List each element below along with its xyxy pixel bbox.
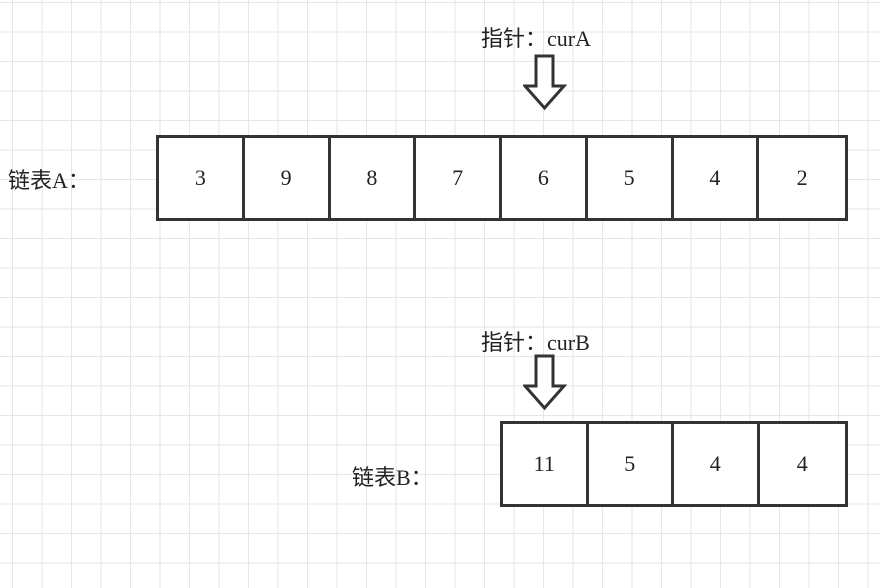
list-a-node: 4 <box>674 138 760 218</box>
list-a-node: 9 <box>245 138 331 218</box>
pointer-a-label: 指针：curA <box>481 26 591 51</box>
pointer-b-label: 指针：curB <box>481 330 590 355</box>
list-a-node: 7 <box>416 138 502 218</box>
list-a-label: 链表A： <box>8 168 90 193</box>
list-b: 11 5 4 4 <box>500 421 848 507</box>
list-b-node: 4 <box>674 424 760 504</box>
list-a-node: 3 <box>159 138 245 218</box>
list-a: 3 9 8 7 6 5 4 2 <box>156 135 848 221</box>
list-a-node: 2 <box>796 165 808 190</box>
list-a-node: 6 <box>502 138 588 218</box>
list-b-node: 4 <box>796 451 808 476</box>
list-b-node: 5 <box>589 424 674 504</box>
list-a-node: 8 <box>331 138 417 218</box>
list-a-node: 5 <box>588 138 674 218</box>
list-b-node: 11 <box>503 424 589 504</box>
list-b-label: 链表B： <box>352 465 433 490</box>
pointer-b-arrow-icon <box>523 354 567 411</box>
pointer-a-arrow-icon <box>523 54 567 111</box>
